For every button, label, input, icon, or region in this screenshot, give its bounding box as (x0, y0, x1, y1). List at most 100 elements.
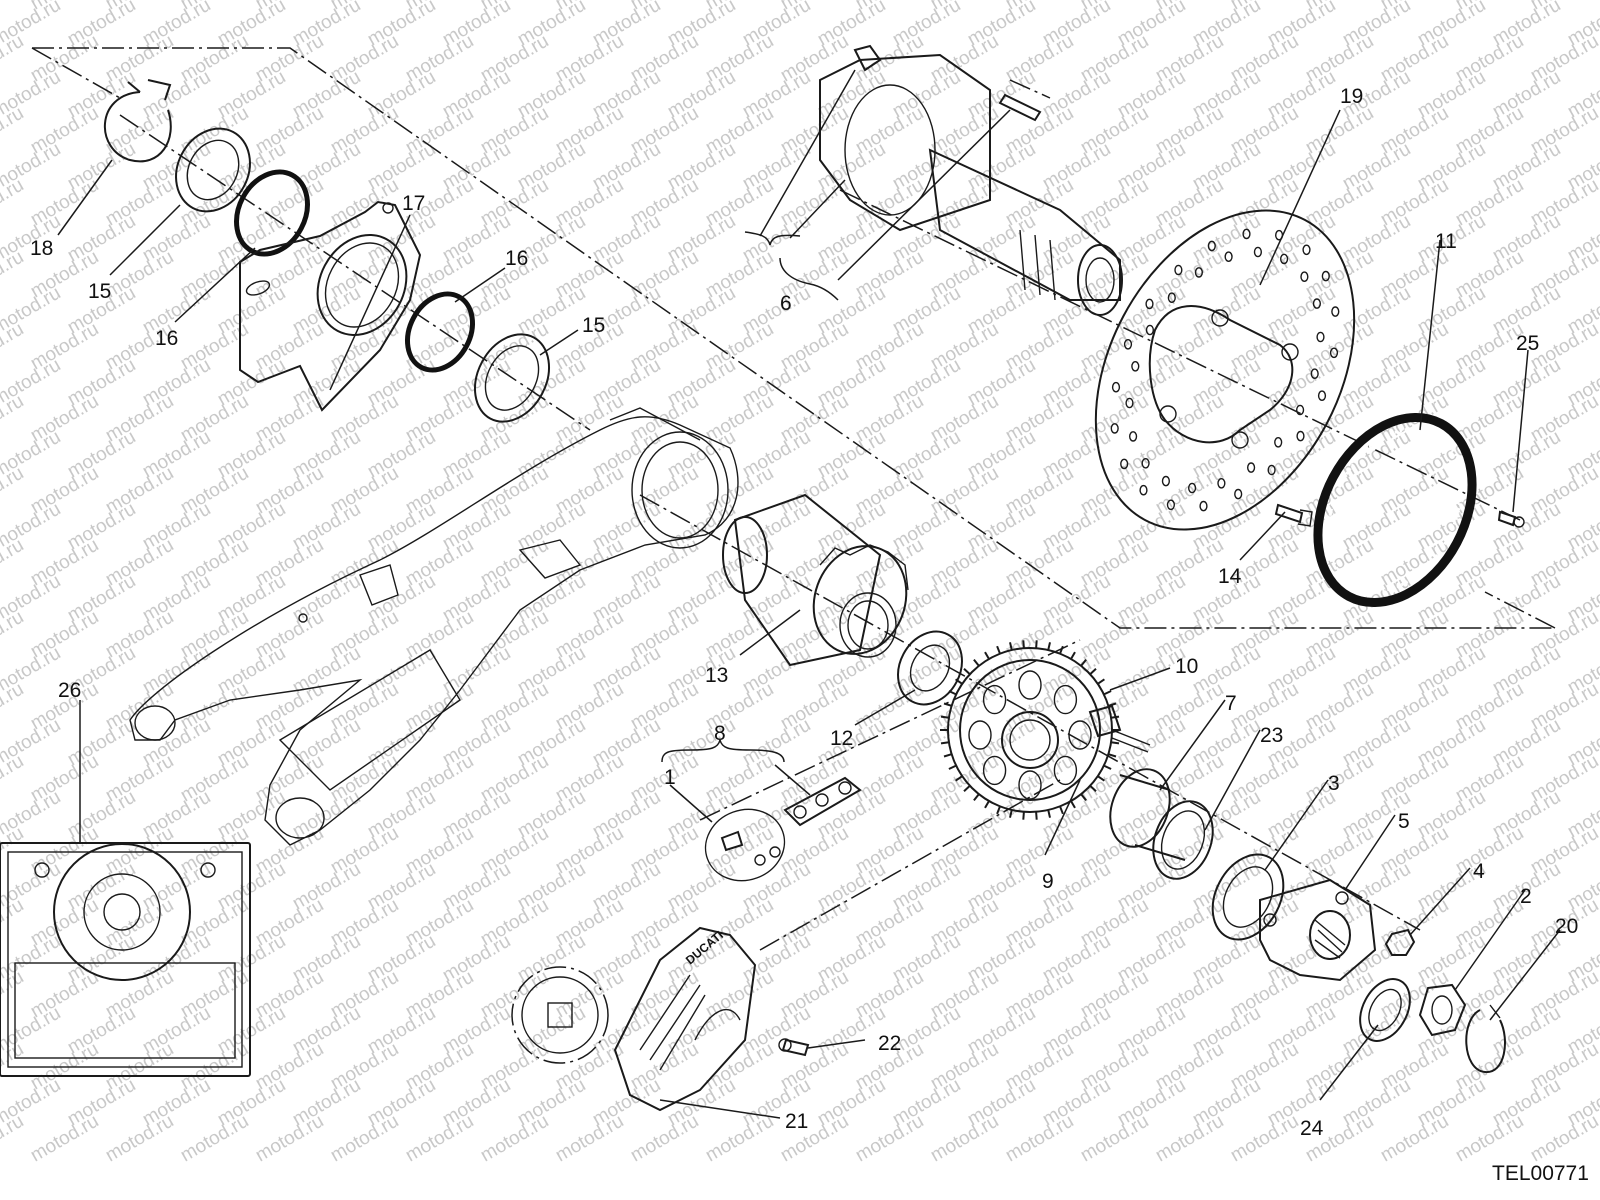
callout-17: 17 (402, 192, 425, 215)
leader-6b (789, 179, 846, 239)
disc-hole (1187, 482, 1197, 494)
disc-hole (1242, 228, 1251, 240)
watermark-text: motod.ru (252, 1111, 327, 1167)
abs-tone-ring-part-11 (1313, 412, 1477, 608)
sprocket-tooth (1059, 805, 1064, 815)
callout-9: 9 (1042, 870, 1054, 893)
axle-nut-part-2 (1418, 983, 1467, 1037)
watermark-text: motod.ru (0, 319, 27, 375)
callout-15a: 15 (88, 280, 111, 303)
disc-hole (1300, 271, 1309, 283)
rear-sprocket-part-10 (940, 640, 1120, 820)
sprocket-tooth (943, 702, 952, 707)
disc-hole (1110, 423, 1119, 434)
disc-hole (1194, 267, 1204, 278)
disc-hole (1174, 264, 1183, 276)
sprocket-tooth (1022, 811, 1025, 820)
disc-hole (1131, 360, 1140, 372)
callout-25: 25 (1516, 332, 1539, 355)
sprocket-flange-part-5 (1259, 878, 1377, 982)
sprocket-tooth (1047, 809, 1051, 818)
sprocket-tooth (1035, 811, 1038, 820)
disc-hole (1321, 270, 1330, 282)
disc-hole (1302, 244, 1311, 256)
master-link-kit-part-1 (704, 808, 786, 882)
leader-6a (759, 69, 856, 237)
callout-15b: 15 (582, 314, 605, 337)
oring-part-16-mid (405, 291, 475, 373)
sprocket-tooth (1089, 785, 1097, 792)
watermark-text: motod.ru (0, 31, 27, 87)
sprocket-tooth (996, 645, 1001, 655)
sprocket-tooth (1059, 645, 1064, 655)
disc-hole (1145, 324, 1155, 336)
disc-hole (1331, 306, 1340, 317)
sprocket-tooth (984, 651, 990, 660)
eccentric-bracket-part-17 (239, 200, 422, 412)
callout-18: 18 (30, 237, 53, 260)
watermark-text: motod.ru (627, 1111, 702, 1167)
circlip-part-20 (1465, 1004, 1506, 1074)
watermark-text: motod.ru (402, 1111, 477, 1167)
disc-hole (1199, 500, 1208, 512)
callout-16a: 16 (155, 327, 178, 350)
watermark-text: motod.ru (1002, 1111, 1077, 1167)
watermark-text: motod.ru (0, 175, 27, 231)
callout-21: 21 (785, 1110, 808, 1133)
sprocket-tooth (973, 658, 980, 667)
callout-22: 22 (878, 1032, 901, 1055)
sprocket-tooth (996, 805, 1001, 815)
callout-19: 19 (1340, 85, 1363, 108)
sprocket-tooth (940, 715, 950, 719)
watermark-text: motod.ru (102, 1111, 177, 1167)
watermark-text: motod.ru (1377, 1111, 1452, 1167)
callout-13: 13 (705, 664, 728, 687)
disc-hole (1310, 368, 1319, 380)
callout-5: 5 (1398, 810, 1410, 833)
disc-hole (1139, 484, 1148, 496)
watermark-text: motod.ru (177, 1111, 252, 1167)
eccentric-hub-part-13 (722, 493, 909, 667)
sprocket-window (982, 684, 1007, 715)
brake-disc-part-19 (1094, 209, 1356, 531)
sprocket-tooth (955, 678, 963, 685)
callout-2: 2 (1520, 885, 1532, 908)
single-sided-swingarm (129, 407, 739, 846)
stud-part-9 (1088, 704, 1151, 753)
sprocket-tooth (1009, 809, 1013, 818)
watermark-text: motod.ru (1452, 1111, 1527, 1167)
callout-12: 12 (830, 727, 853, 750)
sprocket-window (1068, 720, 1092, 750)
callout-16b: 16 (505, 247, 528, 270)
sprocket-tooth (1103, 690, 1112, 696)
sprocket-tooth (1009, 642, 1013, 651)
inset-sprocket-detail-part-26 (0, 842, 251, 1077)
sprocket-tooth (984, 800, 990, 809)
sprocket-tooth (1097, 678, 1105, 685)
disc-hole (1246, 462, 1256, 473)
leader-6c (837, 109, 1011, 281)
sprocket-tooth (1103, 764, 1112, 770)
callout-4: 4 (1473, 860, 1485, 883)
disc-hole (1253, 246, 1263, 258)
watermark-text: motod.ru (1152, 1111, 1227, 1167)
sprocket-tooth (943, 753, 952, 758)
disc-hole (1274, 436, 1283, 448)
disc-hole (1111, 381, 1121, 393)
disc-hole (1166, 499, 1176, 511)
watermark-text: motod.ru (852, 1111, 927, 1167)
disc-hole (1267, 464, 1276, 476)
watermark-text: motod.ru (0, 391, 27, 447)
circlip-part-18 (104, 79, 172, 163)
sprocket-tooth (1108, 753, 1117, 758)
reference-code: TEL00771 (1492, 1162, 1589, 1185)
sprocket-tooth (963, 785, 971, 792)
disc-hole (1279, 253, 1289, 265)
disc-hole (1167, 292, 1176, 304)
sprocket-window (1053, 755, 1078, 786)
washer-part-15-top (175, 127, 251, 213)
chain-master-link-part-8 (783, 776, 862, 827)
washer-part-12 (897, 630, 963, 706)
watermark-text: motod.ru (0, 679, 27, 735)
